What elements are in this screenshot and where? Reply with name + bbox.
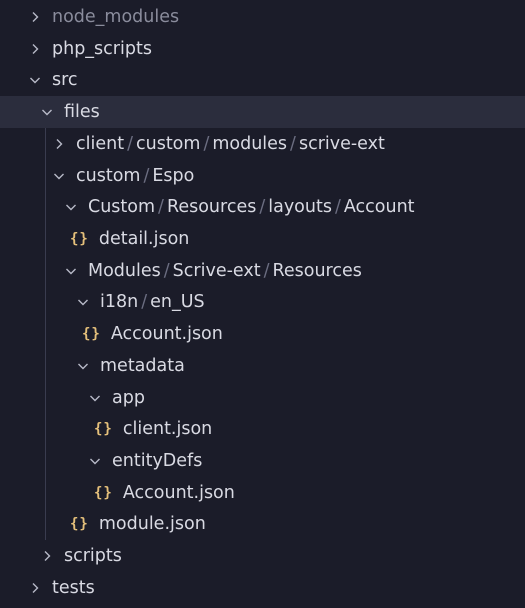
tree-folder-row[interactable]: entityDefs — [0, 445, 525, 477]
path-segment: en_US — [150, 292, 205, 312]
path-separator: / — [158, 197, 164, 217]
chevron-right-icon[interactable] — [52, 137, 66, 151]
tree-item-label: Custom/Resources/layouts/Account — [88, 197, 415, 217]
tree-folder-row[interactable]: files — [0, 96, 525, 128]
path-segment: Scrive-ext — [172, 261, 261, 281]
chevron-down-icon[interactable] — [88, 391, 102, 405]
tree-item-label: module.json — [99, 514, 206, 534]
chevron-down-icon[interactable] — [76, 295, 90, 309]
path-separator: / — [127, 134, 133, 154]
tree-item-label: i18n/en_US — [100, 292, 205, 312]
path-segment: metadata — [100, 356, 185, 376]
tree-item-label: client.json — [123, 419, 212, 439]
path-segment: node_modules — [52, 7, 180, 27]
tree-file-row[interactable]: {} Account.json — [0, 477, 525, 509]
path-separator: / — [263, 261, 270, 281]
tree-folder-row[interactable]: node_modules — [0, 1, 525, 33]
path-segment: tests — [52, 578, 95, 598]
path-segment: php_scripts — [52, 39, 152, 59]
path-separator: / — [203, 134, 210, 154]
tree-item-label: Modules/Scrive-ext/Resources — [88, 261, 362, 281]
path-segment: scrive-ext — [298, 134, 385, 154]
path-segment: Resources — [272, 261, 362, 281]
json-file-icon: {} — [94, 485, 113, 501]
chevron-down-icon[interactable] — [28, 73, 42, 87]
path-segment: Espo — [152, 166, 195, 186]
tree-item-label: node_modules — [52, 7, 179, 27]
tree-file-row[interactable]: {} client.json — [0, 413, 525, 445]
tree-item-label: client/custom/modules/scrive-ext — [76, 134, 385, 154]
chevron-down-icon[interactable] — [40, 105, 54, 119]
tree-item-label: Account.json — [123, 483, 235, 503]
json-file-icon: {} — [82, 326, 101, 342]
path-segment: Modules — [88, 261, 161, 281]
tree-item-label: php_scripts — [52, 39, 152, 59]
path-segment: custom — [76, 166, 141, 186]
tree-folder-row[interactable]: src — [0, 64, 525, 96]
path-segment: Resources — [166, 197, 257, 217]
tree-folder-row[interactable]: i18n/en_US — [0, 286, 525, 318]
path-separator: / — [163, 261, 170, 281]
path-segment: module.json — [98, 514, 206, 534]
path-segment: i18n — [100, 292, 139, 312]
tree-item-label: Account.json — [111, 324, 223, 344]
chevron-down-icon[interactable] — [64, 200, 78, 214]
path-segment: client.json — [122, 419, 213, 439]
tree-item-label: tests — [52, 578, 95, 598]
path-segment: Account.json — [110, 324, 223, 344]
path-segment: Account.json — [122, 483, 235, 503]
tree-item-label: entityDefs — [112, 451, 202, 471]
tree-folder-row[interactable]: client/custom/modules/scrive-ext — [0, 128, 525, 160]
chevron-down-icon[interactable] — [52, 169, 66, 183]
tree-file-row[interactable]: {} module.json — [0, 508, 525, 540]
path-segment: files — [64, 102, 100, 122]
path-separator: / — [259, 197, 266, 217]
path-separator: / — [143, 166, 150, 186]
path-separator: / — [290, 134, 296, 154]
tree-folder-row[interactable]: custom/Espo — [0, 160, 525, 192]
tree-folder-row[interactable]: Custom/Resources/layouts/Account — [0, 191, 525, 223]
chevron-right-icon[interactable] — [28, 10, 42, 24]
tree-item-label: files — [64, 102, 100, 122]
json-file-icon: {} — [94, 421, 113, 437]
chevron-down-icon[interactable] — [88, 454, 102, 468]
path-segment: modules — [212, 134, 288, 154]
path-segment: custom — [135, 134, 201, 154]
path-segment: entityDefs — [112, 451, 203, 471]
path-segment: layouts — [268, 197, 332, 217]
tree-folder-row[interactable]: php_scripts — [0, 33, 525, 65]
tree-item-label: custom/Espo — [76, 166, 194, 186]
tree-file-row[interactable]: {} Account.json — [0, 318, 525, 350]
tree-item-label: detail.json — [99, 229, 190, 249]
path-separator: / — [334, 197, 341, 217]
tree-folder-row[interactable]: scripts — [0, 540, 525, 572]
path-segment: scripts — [64, 546, 122, 566]
tree-folder-row[interactable]: metadata — [0, 350, 525, 382]
json-file-icon: {} — [70, 516, 89, 532]
path-segment: src — [52, 70, 78, 90]
tree-item-label: scripts — [64, 546, 122, 566]
path-segment: detail.json — [98, 229, 190, 249]
indent-guide — [45, 128, 46, 540]
json-file-icon: {} — [70, 231, 89, 247]
path-segment: app — [112, 388, 145, 408]
path-segment: client — [76, 134, 125, 154]
chevron-down-icon[interactable] — [76, 359, 90, 373]
chevron-right-icon[interactable] — [28, 581, 42, 595]
tree-item-label: src — [52, 70, 78, 90]
tree-folder-row[interactable]: Modules/Scrive-ext/Resources — [0, 255, 525, 287]
path-segment: Custom — [88, 197, 156, 217]
path-separator: / — [141, 292, 148, 312]
chevron-right-icon[interactable] — [40, 549, 54, 563]
path-segment: Account — [343, 197, 415, 217]
tree-item-label: metadata — [100, 356, 185, 376]
tree-folder-row[interactable]: app — [0, 382, 525, 414]
tree-file-row[interactable]: {} detail.json — [0, 223, 525, 255]
chevron-down-icon[interactable] — [64, 264, 78, 278]
tree-folder-row[interactable]: tests — [0, 572, 525, 604]
tree-item-label: app — [112, 388, 145, 408]
chevron-right-icon[interactable] — [28, 42, 42, 56]
